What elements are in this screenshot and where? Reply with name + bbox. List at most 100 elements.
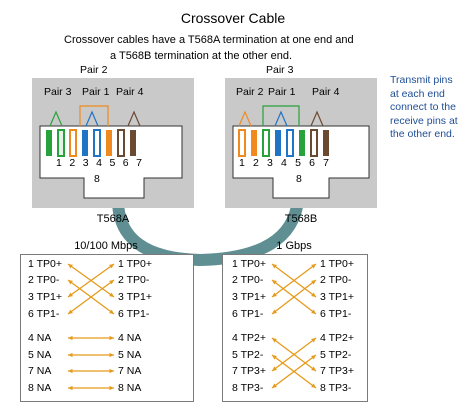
connection-arrow [271, 279, 317, 315]
arrow-head [311, 355, 316, 360]
left-connector-drawing [32, 78, 194, 208]
left-connector [32, 78, 194, 208]
right-pair-label: Pair 4 [312, 86, 340, 98]
right-connector-name: T568B [284, 213, 318, 225]
arrow-head [109, 280, 114, 285]
right-pin-numbers: 1 2 3 4 5 6 7 [239, 157, 329, 169]
left-connector-name: T568A [96, 213, 130, 225]
pin-label: 5 NA [118, 349, 142, 361]
pin-label: 8 TP3- [320, 382, 352, 394]
arrow-head [68, 280, 73, 285]
pin-label: 1 TP0+ [320, 258, 354, 270]
pin-label: 3 TP1+ [232, 291, 266, 303]
pin-label: 7 NA [28, 365, 52, 377]
connection-arrow [67, 263, 115, 298]
arrow-head [311, 338, 316, 343]
pin-label: 5 NA [28, 349, 52, 361]
left-pair-label: Pair 1 [82, 86, 110, 98]
side-note-line: Transmit pins [390, 74, 453, 86]
mbps-panel [20, 254, 194, 402]
left-pin-numbers: 1 2 3 4 5 6 7 [56, 157, 142, 169]
arrow-head [68, 368, 73, 374]
pin-label: 4 NA [28, 332, 52, 344]
pin-number: 2 [253, 157, 259, 169]
pin-number: 7 [323, 157, 329, 169]
arrow-head [272, 338, 277, 343]
pin-number: 6 [309, 157, 315, 169]
arrow-head [311, 383, 316, 388]
right-bottom-pin: 8 [296, 173, 302, 185]
pin-number: 7 [136, 157, 142, 169]
right-pair-label: Pair 2 [236, 86, 264, 98]
arrow-head [109, 352, 114, 358]
pin-label: 6 TP1- [232, 308, 264, 320]
side-note-line: the other end. [390, 128, 455, 140]
pin-label: 1 TP0+ [118, 258, 152, 270]
connection-arrow [271, 263, 317, 298]
left-bottom-pin: 8 [94, 173, 100, 185]
connection-arrow [67, 279, 115, 315]
pin-label: 7 NA [118, 365, 142, 377]
connection-arrow [271, 354, 317, 389]
pin-label: 5 TP2- [320, 349, 352, 361]
pin-number: 5 [109, 157, 116, 169]
pin-number: 6 [122, 157, 129, 169]
pin-label: 1 TP0+ [232, 258, 266, 270]
pin-number: 1 [56, 157, 62, 169]
side-note-line: receive pins at [390, 114, 458, 127]
pin-number: 3 [82, 157, 89, 169]
right-pair-label: Pair 1 [268, 86, 296, 98]
right-wires [238, 129, 329, 157]
subtitle-line-2: a T568B termination at the other end. [110, 50, 293, 62]
pin-label: 3 TP1+ [320, 291, 354, 303]
pin-label: 3 TP1+ [118, 291, 152, 303]
arrow-head [109, 264, 114, 269]
right-pair-top-label: Pair 3 [266, 64, 294, 76]
pin-label: 7 TP3+ [232, 365, 266, 377]
arrow-head [311, 264, 316, 269]
arrow-head [311, 280, 316, 285]
arrow-head [109, 292, 114, 297]
pin-label: 2 TP0- [232, 274, 264, 286]
pin-label: 4 TP2+ [320, 332, 354, 344]
pin-number: 4 [96, 157, 102, 169]
arrow-head [272, 309, 277, 314]
arrow-head [68, 264, 73, 269]
arrow-head [68, 335, 73, 341]
arrow-head [109, 368, 114, 374]
gbps-panel-title: 1 Gbps [276, 240, 312, 252]
left-pair-top-label: Pair 2 [80, 64, 108, 76]
pin-label: 2 TP0- [118, 274, 150, 286]
pin-number: 5 [295, 157, 301, 169]
arrow-head [109, 385, 114, 391]
pin-label: 3 TP1+ [28, 291, 62, 303]
pin-label: 2 TP0- [320, 274, 352, 286]
pin-label: 6 TP1- [118, 308, 150, 320]
arrow-head [311, 309, 316, 314]
arrow-head [272, 383, 277, 388]
pin-label: 5 TP2- [232, 349, 264, 361]
side-note: Transmit pins at each end connect to the… [390, 74, 462, 142]
arrow-head [109, 335, 114, 341]
gbps-panel [222, 254, 368, 402]
arrow-head [68, 292, 73, 297]
pin-label: 8 NA [28, 382, 52, 394]
pin-number: 2 [69, 157, 76, 169]
arrow-head [311, 292, 316, 297]
left-pair-label: Pair 3 [44, 86, 72, 98]
arrow-head [68, 385, 73, 391]
pin-label: 2 TP0- [28, 274, 60, 286]
arrow-head [109, 309, 114, 314]
pin-number: 4 [281, 157, 287, 169]
arrow-head [272, 280, 277, 285]
arrow-head [272, 264, 277, 269]
arrow-head [272, 355, 277, 360]
pin-label: 4 TP2+ [232, 332, 266, 344]
pin-label: 4 NA [118, 332, 142, 344]
pin-label: 6 TP1- [28, 308, 60, 320]
pin-number: 3 [267, 157, 273, 169]
